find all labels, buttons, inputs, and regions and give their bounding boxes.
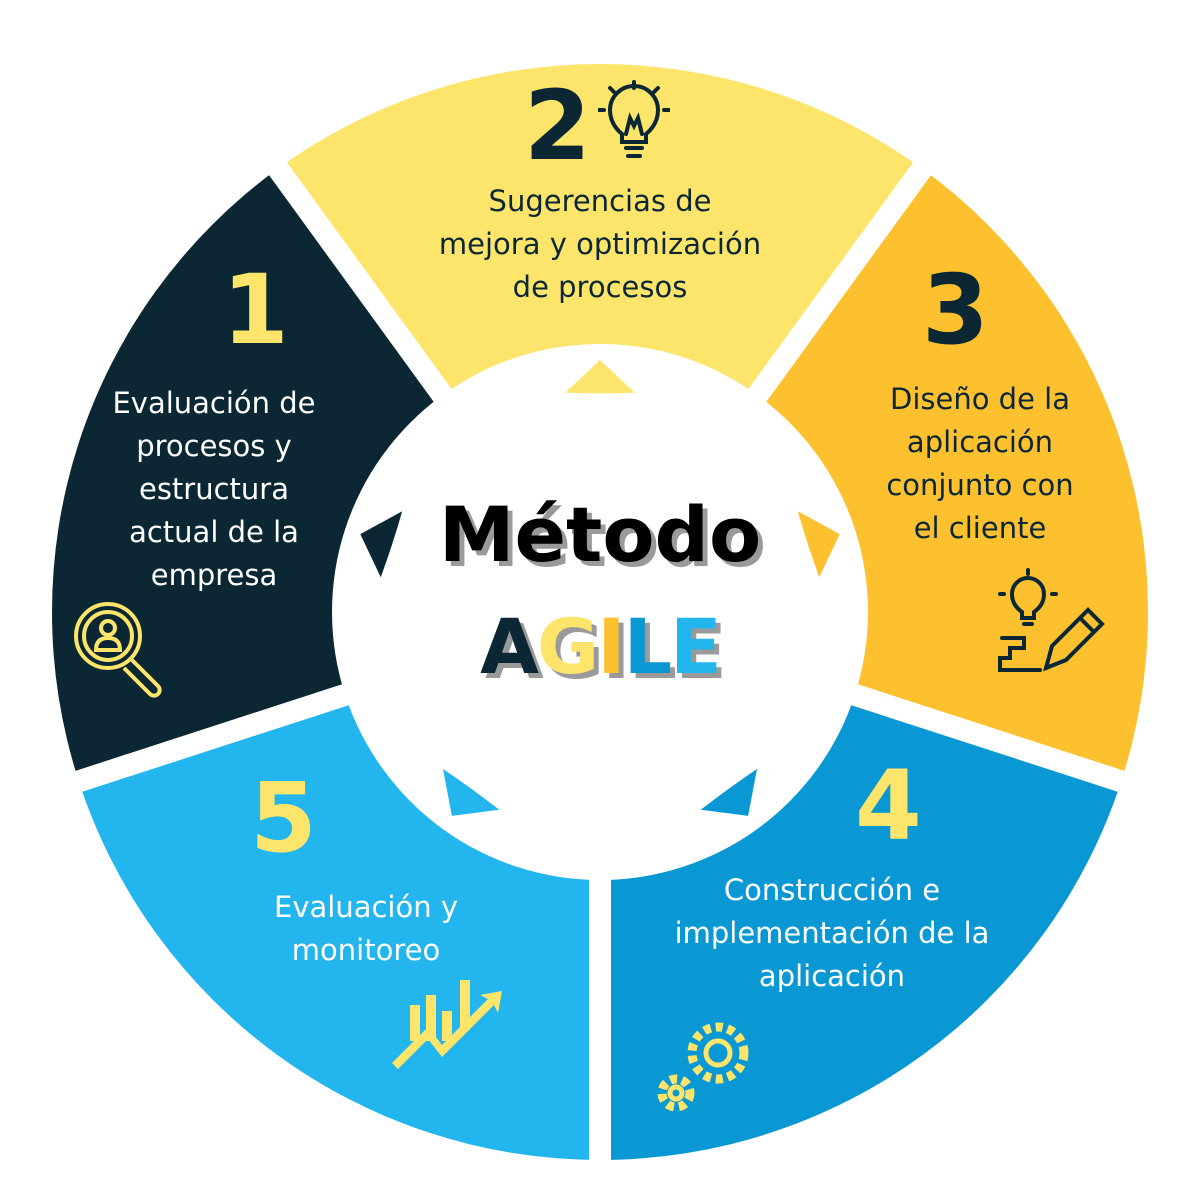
title-letter-a: A (480, 602, 539, 691)
segment-gap (742, 154, 937, 410)
title-letter-i: I (597, 602, 625, 691)
step-2-text: Sugerencias de mejora y optimización de … (438, 184, 762, 304)
title-letter-e: E (670, 602, 722, 691)
title-letter-l: L (623, 602, 672, 691)
step-4-text: Construcción e implementación de la apli… (674, 873, 990, 993)
person-search-icon (74, 602, 162, 698)
segment-5 (78, 694, 600, 1160)
step-3-text: Diseño de la aplicación conjunto con el … (886, 382, 1074, 545)
arrow-marker-1 (360, 511, 403, 578)
title-letter-g: G (536, 602, 599, 691)
gears-icon (657, 1022, 749, 1112)
segment-gap (263, 154, 458, 410)
title-metodo: Método (438, 490, 762, 579)
arrow-marker-5 (443, 768, 500, 816)
arrow-marker-3 (797, 511, 840, 578)
step-3-number: 3 (922, 254, 989, 366)
segment-4 (600, 694, 1122, 1160)
growth-chart-icon (392, 980, 502, 1069)
step-5-text: Evaluación y monitoreo (274, 890, 458, 967)
title-agile: AGILE (300, 602, 900, 691)
segment-gap (65, 681, 359, 795)
step-5-number: 5 (250, 762, 317, 874)
lightbulb-icon (598, 80, 670, 158)
step-2-number: 2 (524, 70, 591, 182)
step-1-number: 1 (222, 254, 289, 366)
idea-pencil-icon (998, 568, 1105, 672)
step-1-text: Evaluación de procesos y estructura actu… (112, 386, 316, 592)
arrow-marker-2 (565, 360, 635, 394)
segment-2 (277, 64, 923, 396)
segment-3 (757, 168, 1148, 782)
step-4-number: 4 (855, 750, 922, 862)
arrow-marker-4 (700, 768, 757, 816)
segment-gap (841, 681, 1135, 795)
segment-1 (52, 168, 443, 782)
